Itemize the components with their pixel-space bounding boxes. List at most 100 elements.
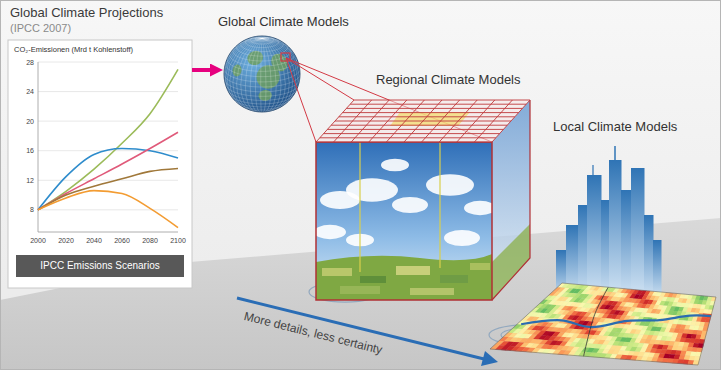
globe [224, 36, 300, 112]
cloud [392, 197, 428, 213]
cloud [316, 225, 346, 239]
model-grid [316, 100, 530, 142]
grid-line [38, 121, 178, 122]
city-skyline [587, 175, 602, 300]
model-grid [316, 100, 530, 142]
tick-label: 12 [12, 176, 34, 185]
city-skyline [601, 200, 610, 300]
axis-line [38, 232, 178, 233]
detail-arrow [237, 298, 498, 366]
cloud [464, 201, 492, 215]
city-skyline [556, 146, 662, 300]
heat-map [490, 283, 717, 365]
regional-cube [314, 100, 530, 300]
model-grid [474, 100, 512, 142]
cloud [444, 230, 480, 246]
grid-pole [439, 142, 440, 268]
globe [224, 36, 300, 112]
field [360, 276, 386, 283]
road [584, 287, 609, 356]
river [521, 316, 711, 328]
city-skyline [621, 190, 632, 300]
city-skyline [653, 240, 662, 300]
field [440, 275, 468, 283]
local-model: Local Climate Models [552, 145, 718, 367]
regional-model: Regional Climate Models [316, 100, 530, 300]
model-heading: Local Climate Models [553, 119, 677, 135]
model-grid [346, 108, 522, 109]
globe [224, 36, 300, 112]
zoom-line [286, 58, 354, 100]
landscape [316, 254, 492, 300]
tick-label: 2100 [163, 236, 193, 245]
scenario-line [38, 69, 178, 227]
tick-label: 8 [12, 205, 34, 214]
scenario-line [38, 168, 178, 209]
regional-cube [492, 224, 530, 300]
scenario-caption: IPCC Emissions Scenarios [16, 255, 184, 277]
chart-panel [8, 40, 192, 288]
tick-label: 16 [12, 146, 34, 155]
regional-cube [316, 142, 492, 300]
model-heading: Global Climate Models [218, 14, 349, 30]
cloud [346, 178, 398, 201]
scenario-panel: IPCC Emissions Scenarios [8, 40, 192, 288]
axis-line [38, 62, 39, 232]
city-skyline [609, 160, 622, 300]
field [410, 288, 454, 295]
model-grid [350, 104, 526, 105]
tick-label: 2000 [23, 236, 53, 245]
model-grid [439, 100, 477, 142]
global-model: Global Climate Models [224, 36, 300, 112]
flow-arrow [192, 68, 210, 72]
grid-line [38, 209, 178, 210]
tick-label: 20 [12, 117, 34, 126]
city-skyline [644, 215, 654, 300]
model-grid [390, 112, 470, 126]
model-grid [422, 100, 460, 142]
model-grid [343, 112, 519, 113]
grid-line [38, 180, 178, 181]
globe [224, 36, 300, 112]
diagram-title: Global Climate Projections [10, 5, 163, 20]
grid-line [38, 91, 178, 92]
cloud [316, 159, 492, 247]
model-grid [354, 100, 530, 101]
grid-line [38, 62, 178, 63]
tick-label: 2040 [79, 236, 109, 245]
tick-label: 24 [12, 87, 34, 96]
tick-label: 28 [12, 58, 34, 67]
tick-label: 2080 [135, 236, 165, 245]
tick-label: 2060 [107, 236, 137, 245]
tick-label: 2020 [51, 236, 81, 245]
field [340, 286, 380, 294]
model-grid [339, 116, 515, 117]
heat-map [490, 283, 716, 365]
city-skyline [614, 146, 616, 160]
scenario-line [38, 132, 178, 210]
field [470, 263, 490, 270]
field [396, 266, 430, 275]
city-skyline [592, 165, 593, 175]
detail-arrow [481, 351, 498, 366]
regional-cube [316, 142, 492, 300]
chart-panel [8, 40, 192, 288]
model-grid [492, 100, 530, 142]
grid-line [38, 62, 178, 210]
model-grid [457, 100, 495, 142]
regional-cube [316, 142, 492, 300]
detail-arrow [237, 298, 484, 359]
grid-pole [359, 142, 360, 272]
field [322, 268, 352, 276]
heat-map [490, 283, 717, 365]
zoom-line [286, 58, 316, 142]
cloud [426, 174, 474, 196]
cloud [381, 159, 409, 172]
subtitle: (IPCC 2007) [10, 22, 71, 35]
field [322, 263, 490, 295]
model-grid [404, 100, 442, 142]
scenario-line [38, 69, 178, 209]
